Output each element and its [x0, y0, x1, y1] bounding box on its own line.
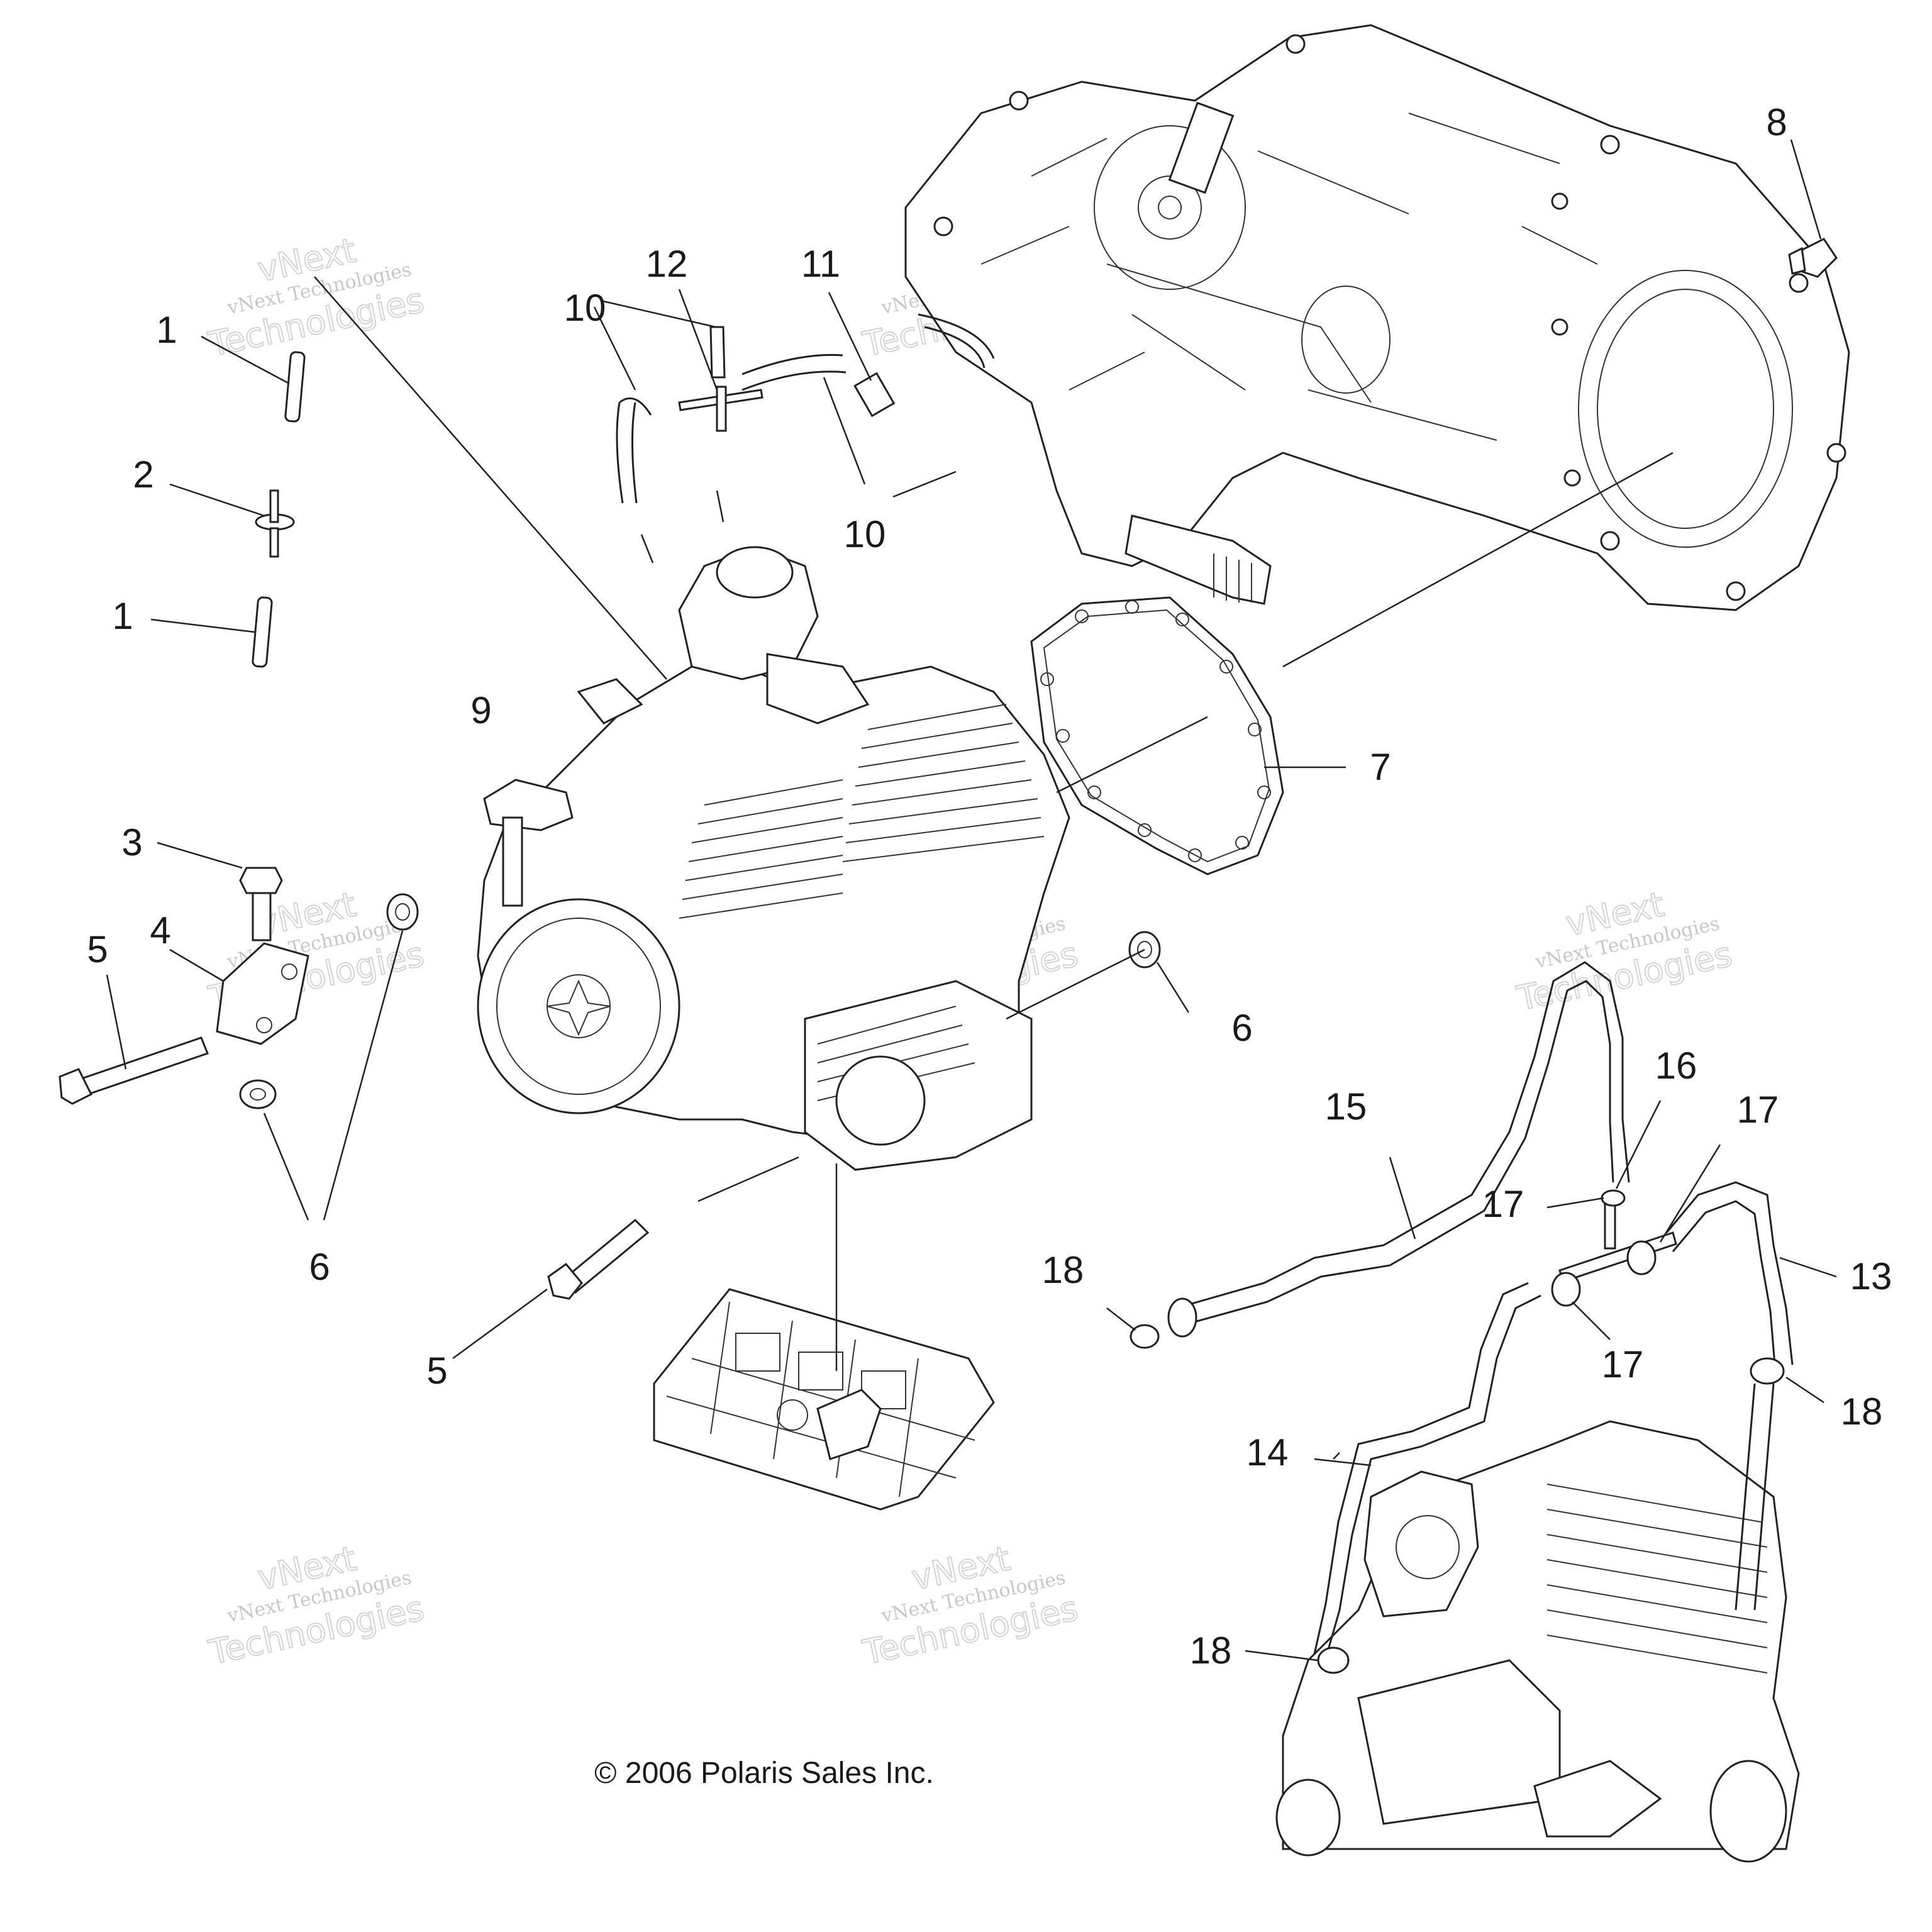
callout-4: 4 — [150, 909, 170, 952]
gasket — [1030, 596, 1284, 875]
callout-1: 1 — [156, 309, 177, 351]
callout-17: 17 — [1737, 1089, 1779, 1131]
callout-17: 17 — [1482, 1183, 1524, 1225]
transmission-assembly — [904, 24, 1850, 611]
callout-17: 17 — [1602, 1343, 1644, 1385]
watermark: vNext vNext Technologies Technologies — [204, 1538, 428, 1673]
watermark: vNext vNext Technologies Technologies — [204, 230, 428, 365]
callout-18: 18 — [1190, 1629, 1232, 1672]
callout-15: 15 — [1325, 1085, 1367, 1128]
watermark: vNext vNext Technologies Technologies — [858, 1538, 1082, 1673]
inset-engine — [1275, 1420, 1800, 1863]
watermark: vNext vNext Technologies Technologies — [1513, 884, 1736, 1019]
callout-10: 10 — [564, 287, 606, 329]
callout-5: 5 — [87, 928, 108, 970]
callout-16: 16 — [1655, 1045, 1697, 1087]
callout-6: 6 — [1231, 1007, 1252, 1049]
callout-9: 9 — [470, 689, 491, 731]
callout-2: 2 — [133, 453, 153, 496]
callout-8: 8 — [1766, 101, 1787, 143]
callout-3: 3 — [121, 821, 142, 863]
callout-18: 18 — [1841, 1391, 1883, 1433]
callout-18: 18 — [1042, 1249, 1084, 1291]
callout-6: 6 — [309, 1246, 330, 1288]
callout-5: 5 — [426, 1350, 447, 1392]
callout-12: 12 — [646, 243, 688, 285]
engine-assembly — [477, 546, 1070, 1171]
callout-14: 14 — [1246, 1431, 1289, 1474]
copyright-notice: © 2006 Polaris Sales Inc. — [594, 1757, 934, 1790]
vent-hose-system — [1130, 961, 1794, 1674]
callout-labels: 1 1 2 3 4 5 5 6 6 7 8 9 10 10 11 12 13 1… — [87, 101, 1892, 1672]
callout-1: 1 — [112, 595, 133, 637]
callout-13: 13 — [1850, 1255, 1892, 1297]
callout-7: 7 — [1370, 746, 1391, 788]
callout-11: 11 — [801, 243, 840, 285]
callout-10: 10 — [844, 513, 886, 555]
leader-lines — [106, 139, 1837, 1662]
frame-section — [653, 1288, 995, 1511]
small-parts — [58, 238, 1838, 1300]
